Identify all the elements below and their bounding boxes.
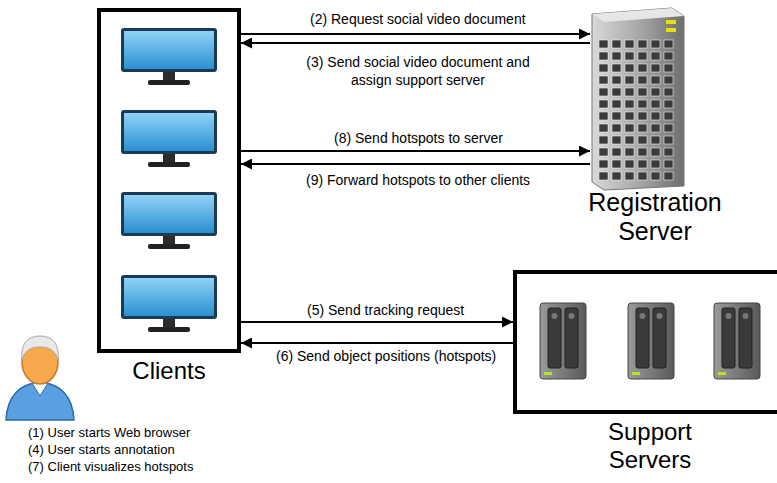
arrow-connector: [241, 33, 590, 35]
server-node: [590, 8, 684, 190]
edge-label: (6) Send object positions (hotspots): [276, 348, 496, 366]
edge-label: (5) Send tracking request: [307, 302, 464, 320]
clients-box: [97, 8, 241, 353]
edge-label: (2) Request social video document: [310, 11, 526, 29]
step-note: (4) User starts annotation: [28, 442, 175, 457]
arrow-connector: [241, 342, 513, 344]
step-note: (1) User starts Web browser: [28, 425, 190, 440]
monitor-icons: [121, 28, 217, 332]
node-label: Support Servers: [570, 418, 730, 473]
support-server-icons: [540, 303, 760, 379]
user-icon: [6, 336, 74, 420]
arrow-connector: [241, 150, 590, 152]
edge-label: (3) Send social video document and assig…: [293, 54, 543, 89]
support-servers-box: [513, 270, 777, 414]
arrow-connector: [241, 321, 513, 323]
edge-label: (9) Forward hotspots to other clients: [306, 172, 530, 190]
server-tower: [592, 8, 684, 190]
step-note: (7) Client visualizes hotspots: [28, 459, 193, 474]
node-label: Registration Server: [565, 188, 745, 246]
arrow-connector: [241, 163, 590, 165]
node-label: Clients: [99, 357, 239, 385]
edge-label: (8) Send hotspots to server: [334, 130, 503, 148]
arrow-connector: [241, 42, 590, 44]
